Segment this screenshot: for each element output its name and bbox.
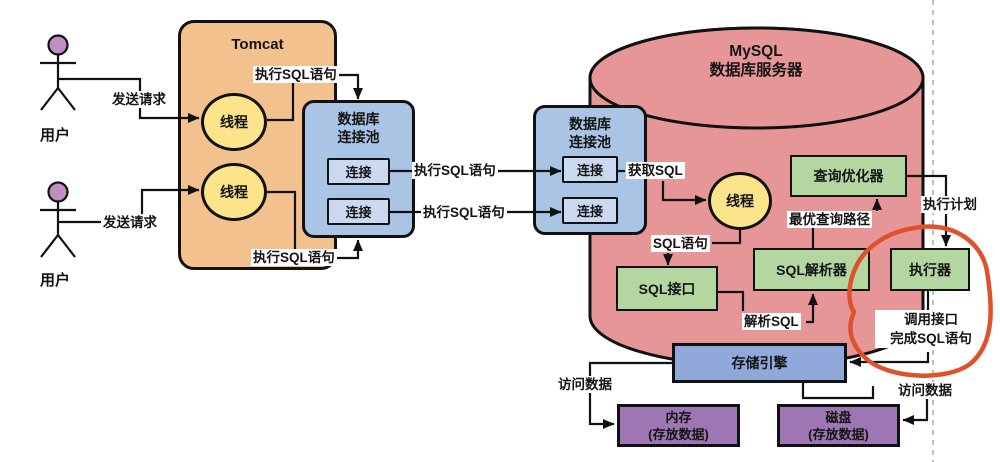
user2-head	[47, 181, 69, 203]
exec-sql-label-mid1: 执行SQL语句	[412, 162, 498, 179]
arrow-callinterface-to-engine	[849, 352, 930, 367]
mysql-thread: 线程	[708, 172, 772, 230]
disk-label: 磁盘 (存放数据)	[808, 409, 869, 442]
user1-figure	[40, 34, 76, 111]
sql-parser-box: SQL解析器	[753, 248, 870, 291]
user1-head	[47, 34, 69, 56]
tomcat-title: Tomcat	[231, 36, 284, 53]
call-interface-label: 调用接口 完成SQL语句	[875, 310, 987, 348]
line-interface-to-parsesql	[718, 290, 745, 311]
line-engine-to-accessdata	[801, 383, 875, 400]
pool1-title: 数据库 连接池	[337, 111, 380, 145]
send-request-label-2: 发送请求	[101, 214, 159, 231]
pool1-connection-2: 连接	[327, 198, 390, 225]
exec-plan-label: 执行计划	[921, 196, 979, 213]
sql-statement-label: SQL语句	[651, 235, 710, 252]
user-label-1: 用户	[40, 127, 71, 144]
user2-figure	[40, 181, 76, 258]
arrow-fetchsql-to-thread	[661, 181, 707, 205]
storage-engine-box: 存储引擎	[672, 343, 847, 383]
send-request-label-1: 发送请求	[110, 91, 168, 108]
sql-interface-box: SQL接口	[616, 266, 718, 311]
exec-sql-label-top: 执行SQL语句	[253, 66, 339, 83]
pool2-connection-2: 连接	[562, 197, 618, 224]
arrow-accessdata-to-disk	[902, 399, 929, 425]
exec-sql-label-bottom: 执行SQL语句	[251, 249, 337, 266]
user-label-2: 用户	[40, 272, 71, 289]
pool1-connection-1: 连接	[327, 158, 390, 185]
mysql-title-line1: MySQL	[729, 43, 783, 60]
mysql-server-title: MySQL 数据库服务器	[656, 42, 856, 80]
pool2-connection-1: 连接	[562, 156, 618, 183]
exec-sql-label-mid2: 执行SQL语句	[421, 204, 507, 221]
arrow-parsesql-to-parser	[806, 293, 818, 324]
fetch-sql-label: 获取SQL	[626, 162, 685, 179]
memory-box: 内存 (存放数据)	[617, 404, 740, 447]
access-data-label-right: 访问数据	[896, 382, 954, 399]
line-optimizer-to-execplan	[907, 174, 948, 196]
pool2-title: 数据库 连接池	[569, 116, 611, 150]
mysql-title-line2: 数据库服务器	[709, 62, 803, 79]
memory-label: 内存 (存放数据)	[648, 409, 709, 442]
tomcat-thread-2: 线程	[201, 163, 267, 221]
best-query-path-label: 最优查询路径	[787, 211, 872, 228]
executor-box: 执行器	[890, 248, 970, 291]
parse-sql-label: 解析SQL	[742, 313, 801, 330]
access-data-label-left: 访问数据	[556, 376, 614, 393]
query-optimizer-box: 查询优化器	[790, 155, 907, 197]
line-thread-to-sqlstatement	[712, 230, 742, 245]
disk-box: 磁盘 (存放数据)	[777, 404, 900, 447]
tomcat-thread-1: 线程	[201, 93, 267, 151]
